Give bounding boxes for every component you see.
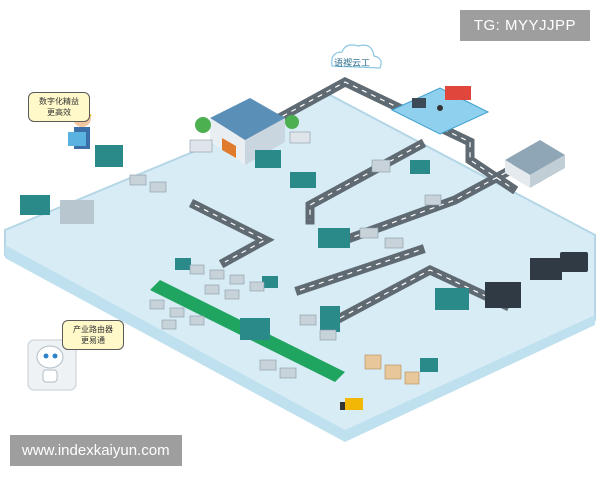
machine-clusters [129,159,442,379]
callout-line: 数字化精益 [39,97,79,106]
storage-shelves [364,354,420,385]
factory-floor [4,93,596,442]
large-display-wall [60,200,562,308]
digital-management-callout: 数字化精益 更高效 [28,92,90,122]
website-watermark-badge: www.indexkaiyun.com [10,435,182,466]
callout-line: 产业路由器 [73,325,113,334]
cloud-icon [331,44,382,69]
forklift [340,398,363,410]
right-side-panel [560,252,588,272]
callout-line: 更易通 [81,336,105,345]
industrial-router-callout: 产业路由器 更易通 [62,320,124,350]
tg-watermark-badge: TG: MYYJJPP [459,10,590,41]
callout-line: 更高效 [47,108,71,117]
control-room [390,86,490,135]
cloud-label: 语禊云工 [333,59,370,69]
sign-boards [20,145,469,372]
trucks [189,131,311,153]
robot-mascot [27,339,77,391]
floor-edge-shadow [5,245,595,442]
office-building [505,140,565,188]
